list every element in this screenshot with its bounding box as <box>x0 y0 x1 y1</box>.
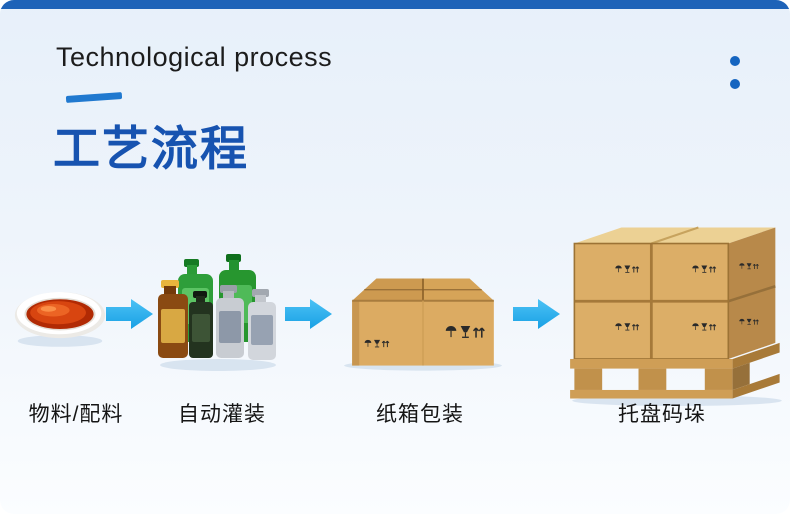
step-label-pallet: 托盘码垛 <box>618 403 706 426</box>
top-bar <box>0 0 790 9</box>
arrow-right-icon <box>513 297 561 331</box>
title-chinese: 工艺流程 <box>53 122 249 175</box>
pallet-stack-icon <box>570 220 784 406</box>
dots-decoration <box>730 56 740 89</box>
carton-box-icon <box>338 264 508 372</box>
dot-icon <box>730 79 740 89</box>
material-bowl-icon <box>12 286 108 348</box>
title-english: Technological process <box>56 42 333 72</box>
title-underline <box>65 92 123 103</box>
step-label-carton: 纸箱包装 <box>376 403 464 426</box>
step-label-filling: 自动灌装 <box>178 403 266 426</box>
bottles-icon <box>156 252 282 372</box>
step-label-materials: 物料/配料 <box>28 403 124 426</box>
arrow-right-icon <box>285 297 333 331</box>
arrow-right-icon <box>106 297 154 331</box>
dot-icon <box>730 56 740 66</box>
